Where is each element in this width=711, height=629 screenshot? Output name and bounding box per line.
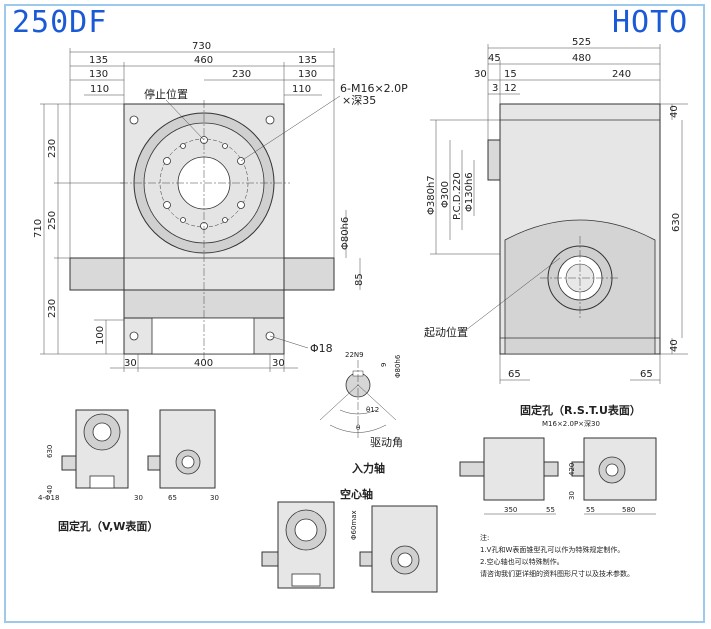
small-dim-30a: 30 <box>134 494 143 502</box>
dim-15: 15 <box>504 69 517 80</box>
angle-theta12: θ12 <box>366 406 379 414</box>
small-view-hollow: 空心轴 Φ60max <box>261 487 438 593</box>
hollow-shaft-title: 空心轴 <box>340 487 373 501</box>
dim-230-top: 230 <box>232 69 251 80</box>
dim-135-left: 135 <box>89 55 108 66</box>
dim-40-bottom: 40 <box>669 339 680 352</box>
brand-title: HOTO <box>612 5 689 40</box>
dim-240: 240 <box>612 69 631 80</box>
dim-40-top: 40 <box>669 105 680 118</box>
dim-460: 460 <box>194 55 213 66</box>
small-view-rstu: 固定孔（R.S.T.U表面） M16×2.0P×深30 350 55 420 3… <box>459 403 657 515</box>
rstu-spec: M16×2.0P×深30 <box>542 419 600 428</box>
bolt-depth-label: ×深35 <box>342 94 376 107</box>
dim-12: 12 <box>504 83 517 94</box>
model-title: 250DF <box>12 5 108 40</box>
shaft-dia-label: Φ80h6 <box>394 354 402 378</box>
dim-phi380h7: Φ380h7 <box>426 175 437 215</box>
dim-30-left: 30 <box>124 358 137 369</box>
small-dim-630: 630 <box>46 445 54 458</box>
drawing-frame <box>4 4 705 623</box>
dim-65-left: 65 <box>508 369 521 380</box>
dim-45: 45 <box>488 53 501 64</box>
dim-phi130h6: Φ130h6 <box>464 172 475 212</box>
small-dim-30b: 30 <box>210 494 219 502</box>
rstu-dim-55b: 55 <box>586 506 595 514</box>
dim-730: 730 <box>192 41 211 52</box>
notes-line-1: 1.V孔和W表面锥型孔可以作为特殊规定制作。 <box>480 546 625 554</box>
rstu-dim-580: 580 <box>622 506 635 514</box>
dim-135-right: 135 <box>298 55 317 66</box>
start-position-label: 起动位置 <box>424 325 468 339</box>
notes-block: 注: 1.V孔和W表面锥型孔可以作为特殊规定制作。 2.空心轴也可以特殊制作。 … <box>480 532 634 580</box>
small-dim-40: 40 <box>46 485 54 494</box>
dim-pcd220: P.C.D.220 <box>452 172 463 220</box>
rstu-dim-420: 420 <box>568 463 576 476</box>
stop-position-label: 停止位置 <box>144 87 188 101</box>
input-shaft-title: 入力轴 <box>352 461 385 475</box>
dim-85: 85 <box>354 273 365 286</box>
dim-710: 710 <box>33 219 44 238</box>
input-shaft-left <box>69 257 125 291</box>
dim-3: 3 <box>492 83 498 94</box>
angle-theta: θ <box>356 424 360 432</box>
dim-630: 630 <box>671 213 682 232</box>
small-view-vw: 630 40 4-Φ18 30 65 30 固定孔（V,W表面） <box>38 409 219 533</box>
rstu-title: 固定孔（R.S.T.U表面） <box>520 403 641 417</box>
vw-caption: 固定孔（V,W表面） <box>58 519 158 533</box>
side-view: 525 45 480 30 15 240 3 12 Φ380h7 Φ300 P.… <box>424 37 688 384</box>
notes-line-3: 请咨询我们更详细的资料图形尺寸以及技术参数。 <box>480 570 634 578</box>
dim-110-left: 110 <box>90 84 109 95</box>
small-dim-4phi18: 4-Φ18 <box>38 494 59 502</box>
bolt-spec-label: 6-M16×2.0P <box>340 82 408 95</box>
rstu-dim-55a: 55 <box>546 506 555 514</box>
dim-100: 100 <box>95 326 106 345</box>
rstu-dim-350: 350 <box>504 506 517 514</box>
dim-30-side: 30 <box>474 69 487 80</box>
key-width-label: 22N9 <box>345 351 364 359</box>
input-shaft-right <box>283 257 335 291</box>
dim-230-upper: 230 <box>47 139 58 158</box>
shaft-detail: 22N9 9 Φ80h6 θ12 θ 驱动角 入力轴 <box>319 351 403 475</box>
key-depth-label: 9 <box>380 363 388 367</box>
drive-angle-label: 驱动角 <box>370 436 403 449</box>
dim-30-right: 30 <box>272 358 285 369</box>
dim-130-right: 130 <box>298 69 317 80</box>
dim-230-lower: 230 <box>47 299 58 318</box>
hollow-dim: Φ60max <box>350 510 358 540</box>
rstu-dim-30: 30 <box>568 491 576 500</box>
dim-110-right: 110 <box>292 84 311 95</box>
dim-400: 400 <box>194 358 213 369</box>
dim-phi300: Φ300 <box>440 181 451 208</box>
front-view: 730 135 460 135 130 230 130 110 110 停止位置… <box>33 41 408 372</box>
base-cutout <box>151 317 255 355</box>
dim-130-left: 130 <box>89 69 108 80</box>
dim-480: 480 <box>572 53 591 64</box>
dim-250: 250 <box>47 211 58 230</box>
notes-line-2: 2.空心轴也可以特殊制作。 <box>480 558 564 566</box>
small-dim-65: 65 <box>168 494 177 502</box>
dim-phi80h6: Φ80h6 <box>340 217 351 250</box>
dim-65-right: 65 <box>640 369 653 380</box>
hole-dia-label: Φ18 <box>310 342 333 355</box>
notes-heading: 注: <box>480 534 490 542</box>
dim-525: 525 <box>572 37 591 48</box>
